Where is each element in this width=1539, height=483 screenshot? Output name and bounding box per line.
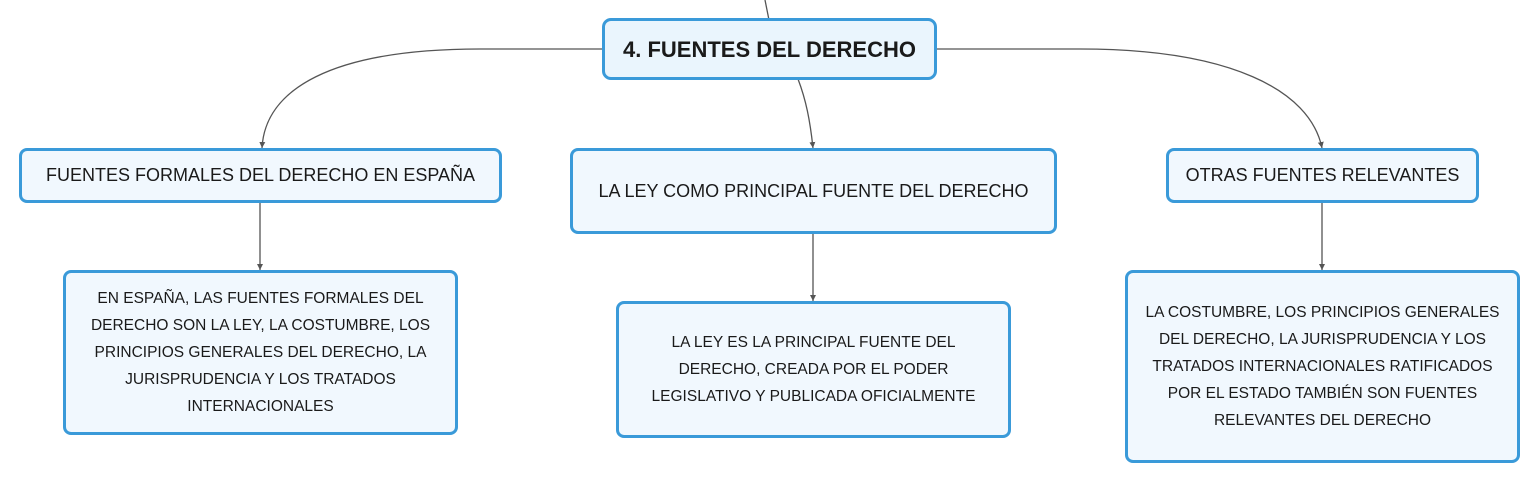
detail-text: EN ESPAÑA, LAS FUENTES FORMALES DEL DERE… [90,290,431,415]
branch-node-fuentes-formales[interactable]: FUENTES FORMALES DEL DERECHO EN ESPAÑA [19,148,502,203]
branch-node-la-ley[interactable]: LA LEY COMO PRINCIPAL FUENTE DEL DERECHO [570,148,1057,234]
connector-main-to-branch-otras [936,48,1324,149]
detail-text: LA COSTUMBRE, LOS PRINCIPIOS GENERALES D… [1145,304,1500,429]
branch-node-otras-fuentes[interactable]: OTRAS FUENTES RELEVANTES [1166,148,1479,203]
branch-label: FUENTES FORMALES DEL DERECHO EN ESPAÑA [45,165,476,185]
connector-parent-to-main [764,0,770,21]
main-topic-title: 4. FUENTES DEL DERECHO [623,36,916,62]
branch-label: OTRAS FUENTES RELEVANTES [1185,165,1460,185]
detail-node-fuentes-formales[interactable]: EN ESPAÑA, LAS FUENTES FORMALES DEL DERE… [63,270,458,435]
detail-text: LA LEY ES LA PRINCIPAL FUENTE DEL DERECH… [651,334,976,405]
branch-label: LA LEY COMO PRINCIPAL FUENTE DEL DERECHO [598,180,1029,201]
connector-main-to-branch-ley [797,78,816,149]
main-topic-node[interactable]: 4. FUENTES DEL DERECHO [602,18,937,80]
connector-main-to-branch-formales [259,48,603,149]
detail-node-la-ley[interactable]: LA LEY ES LA PRINCIPAL FUENTE DEL DERECH… [616,301,1011,438]
detail-node-otras-fuentes[interactable]: LA COSTUMBRE, LOS PRINCIPIOS GENERALES D… [1125,270,1520,463]
